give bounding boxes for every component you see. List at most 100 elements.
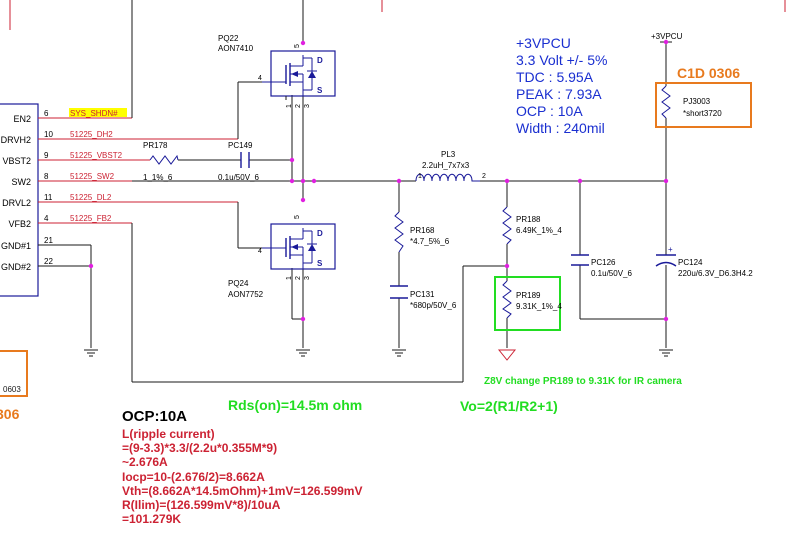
pr189-highlight-box [494, 276, 561, 331]
pin-name-vfb2: VFB2 [8, 219, 31, 229]
ground-icon [659, 349, 673, 357]
pc126-value: 0.1u/50V_6 [591, 269, 632, 278]
net-label-vbst2: 51225_VBST2 [70, 151, 123, 160]
ocp-calculation: OCP:10A L(ripple current) =(9-3.3)*3.3/(… [122, 408, 362, 526]
pr188-ref: PR188 [516, 215, 541, 224]
ic-pin-vbst2: VBST2 9 51225_VBST2 [2, 151, 150, 166]
ic-pin-drvl2: DRVL2 11 51225_DL2 [2, 193, 238, 208]
pj3003-value: *short3720 [683, 109, 722, 118]
ocp-line: Vth=(8.662A*14.5mOhm)+1mV=126.599mV [122, 484, 362, 498]
inductor-pl3: PL3 2.2uH_7x7x3 1 2 [415, 150, 486, 182]
pq22-pin-g: 4 [258, 75, 262, 82]
pq24-ref: PQ24 [228, 279, 249, 288]
net-label-dh2: 51225_DH2 [70, 130, 113, 139]
ic-pin-en2: EN2 6 SYS_SHDN# [13, 108, 132, 124]
spec-title: +3VPCU [516, 35, 571, 51]
capacitor-pc131: PC131 *680p/50V_6 [390, 285, 457, 310]
svg-text:+: + [668, 245, 673, 254]
net-label-sys-shdn: SYS_SHDN# [70, 109, 118, 118]
pr189-value: 9.31K_1%_4 [516, 302, 562, 311]
pq24-d-label: D [317, 229, 323, 238]
ground-icon [497, 349, 517, 361]
ic-pin-sw2: SW2 8 51225_SW2 [11, 172, 132, 187]
pin-name-en2: EN2 [13, 114, 31, 124]
pq24-s-label: S [317, 259, 323, 268]
pq22-pin-d: 5 [294, 44, 301, 48]
top-right-fragment [9, 0, 786, 30]
pq22-d-label: D [317, 56, 323, 65]
wires [90, 0, 672, 383]
pl3-ref: PL3 [441, 150, 456, 159]
pl3-pin2: 2 [482, 173, 486, 180]
ocp-title: OCP:10A [122, 408, 187, 425]
pl3-value: 2.2uH_7x7x3 [422, 161, 470, 170]
pc126-ref: PC126 [591, 258, 616, 267]
spec-peak: PEAK : 7.93A [516, 86, 602, 102]
pr189-ref: PR189 [516, 291, 541, 300]
pq22-pin-s3: 3 [304, 104, 311, 108]
pq24-pin-d: 5 [294, 215, 301, 219]
pq22-part: AON7410 [218, 44, 254, 53]
junction-nodes [88, 39, 669, 322]
mosfet-pq22: D S 4 5 1 2 3 PQ22 AON7410 [218, 34, 336, 108]
vo-note: Vo=2(R1/R2+1) [460, 398, 558, 414]
jumper-pj3003: PJ3003 *short3720 [655, 82, 752, 128]
ground-icon [84, 349, 98, 357]
pin-num-drvh2: 10 [44, 130, 53, 139]
pc131-value: *680p/50V_6 [410, 301, 457, 310]
pq22-pin-s2: 2 [295, 104, 302, 108]
pq24-pin-s3: 3 [304, 276, 311, 280]
net-highlight [69, 108, 127, 117]
left-partial-text: 0603 [3, 385, 21, 394]
pin-num-vbst2: 9 [44, 151, 49, 160]
ic-pin-drvh2: DRVH2 10 51225_DH2 [1, 130, 238, 145]
z8v-note: Z8V change PR189 to 9.31K for IR camera [484, 376, 682, 387]
ocp-line: R(Ilim)=(126.599mV*8)/10uA [122, 498, 281, 512]
rds-note: Rds(on)=14.5m ohm [228, 397, 362, 413]
ic-body [0, 103, 39, 297]
pin-name-gnd2: GND#2 [1, 262, 31, 272]
pj3003-highlight-box [655, 82, 752, 128]
left-partial-label: 306 [0, 406, 20, 422]
ic-pin-vfb2: VFB2 4 51225_FB2 [8, 214, 132, 229]
ic-pin-gnd1: GND#1 21 [1, 236, 91, 251]
pin-num-sw2: 8 [44, 172, 49, 181]
net-label-fb2: 51225_FB2 [70, 214, 112, 223]
pl3-pin1: 1 [418, 173, 422, 180]
ocp-line: =(9-3.3)*3.3/(2.2u*0.355M*9) [122, 441, 277, 455]
pin-name-gnd1: GND#1 [1, 241, 31, 251]
resistor-pr178: PR178 1_1%_6 [143, 141, 179, 182]
pj3003-ref: PJ3003 [683, 97, 711, 106]
ocp-line: =101.279K [122, 512, 181, 526]
pin-num-drvl2: 11 [44, 193, 53, 202]
net-label-sw2: 51225_SW2 [70, 172, 115, 181]
pin-num-vfb2: 4 [44, 214, 49, 223]
pc149-ref: PC149 [228, 141, 253, 150]
ocp-line: ~2.676A [122, 455, 168, 469]
ocp-line: L(ripple current) [122, 427, 215, 441]
pin-num-gnd2: 22 [44, 257, 53, 266]
spec-tdc: TDC : 5.95A [516, 69, 594, 85]
ground-symbols [84, 349, 673, 361]
pq22-ref: PQ22 [218, 34, 239, 43]
pq24-pin-s2: 2 [295, 276, 302, 280]
pr168-ref: PR168 [410, 226, 435, 235]
pr168-value: *4.7_5%_6 [410, 237, 450, 246]
pin-num-gnd1: 21 [44, 236, 53, 245]
resistor-pr189: PR189 9.31K_1%_4 [494, 276, 562, 331]
pc131-ref: PC131 [410, 290, 435, 299]
pin-num-en2: 6 [44, 109, 49, 118]
pq22-pin-s1: 1 [286, 104, 293, 108]
pq24-pin-s1: 1 [286, 276, 293, 280]
net-label-dl2: 51225_DL2 [70, 193, 112, 202]
pc124-value: 220u/6.3V_D6.3H4.2 [678, 269, 753, 278]
pq22-s-label: S [317, 86, 323, 95]
pr178-ref: PR178 [143, 141, 168, 150]
rail-label: +3VPCU [651, 32, 683, 41]
mosfet-pq24: D S 4 5 1 2 3 PQ24 AON7752 [228, 215, 336, 299]
capacitor-pc126: PC126 0.1u/50V_6 [571, 254, 632, 278]
spec-width: Width : 240mil [516, 120, 605, 136]
spec-voltage: 3.3 Volt +/- 5% [516, 52, 607, 68]
capacitor-pc124: + PC124 220u/6.3V_D6.3H4.2 [655, 245, 753, 278]
